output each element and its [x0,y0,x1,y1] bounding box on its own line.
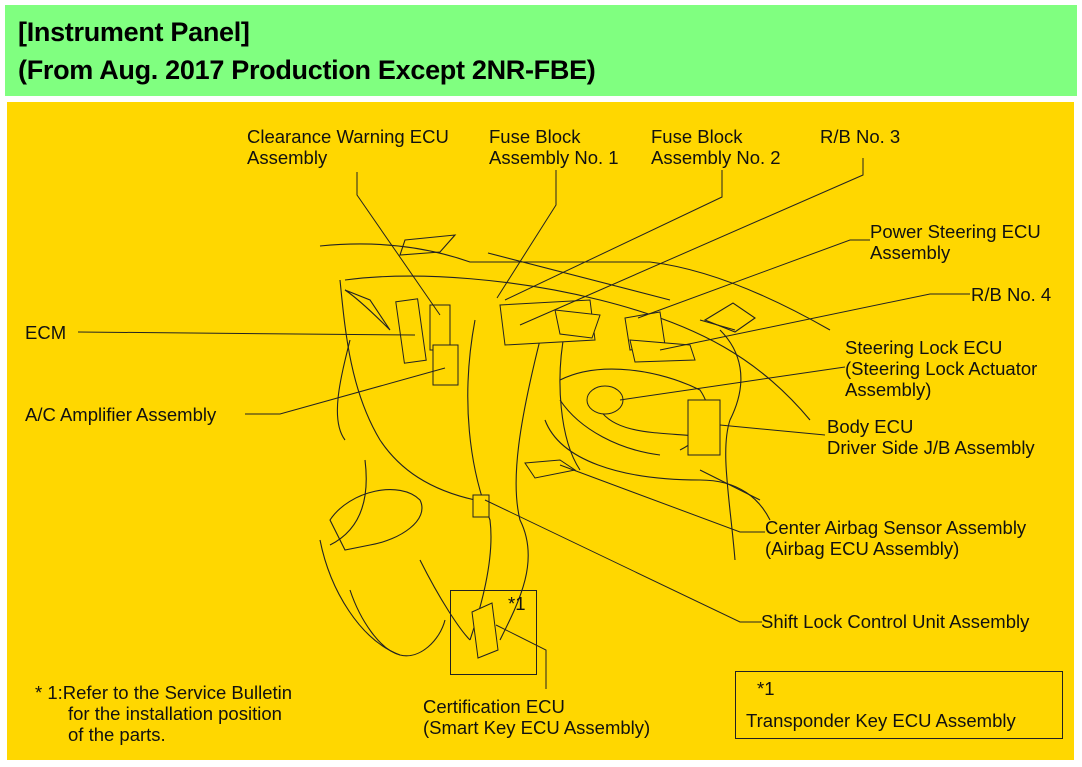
page-title: [Instrument Panel] [18,17,250,47]
center-airbag-unit [524,459,577,479]
leader-rb4 [659,293,970,351]
page-subtitle: (From Aug. 2017 Production Except 2NR-FB… [18,55,596,85]
label-certification-ecu: Certification ECU(Smart Key ECU Assembly… [423,696,651,738]
clearance-warning-unit [429,304,451,351]
shift-lock-unit [472,494,490,518]
label-center-airbag-sensor: Center Airbag Sensor Assembly(Airbag ECU… [765,517,1027,559]
transponder-marker: *1 [757,678,775,699]
label-ecm: ECM [25,322,67,343]
component-shapes [395,298,721,659]
label-ac-amplifier: A/C Amplifier Assembly [25,404,217,425]
steering-lock-unit [586,385,624,415]
leader-shift-lock [484,499,762,623]
inset-marker: *1 [508,593,526,614]
transponder-key-box [735,671,1063,739]
leader-ac-amplifier [245,367,446,415]
fuse-block-2-unit [554,309,601,339]
ac-amplifier-unit [432,344,459,386]
footnote: * 1:Refer to the Service Bulletin for th… [35,682,293,745]
body-ecu-unit [687,399,721,456]
leader-ecm [77,331,416,336]
leader-fuse-block-1 [496,170,557,299]
label-rb-no-3: R/B No. 3 [820,126,901,147]
transponder-key-label: Transponder Key ECU Assembly [746,710,1016,731]
leader-certification-ecu [495,624,547,689]
leader-steering-lock [619,366,846,401]
label-steering-lock-ecu: Steering Lock ECU(Steering Lock Actuator… [845,337,1038,400]
leader-body-ecu [719,424,826,436]
diagram-panel [7,102,1074,760]
header-banner: [Instrument Panel] (From Aug. 2017 Produ… [5,5,1077,96]
leader-lines [77,158,970,689]
leader-fuse-block-2 [504,170,723,301]
label-rb-no-4: R/B No. 4 [971,284,1052,305]
label-shift-lock-control: Shift Lock Control Unit Assembly [761,611,1030,632]
certification-ecu-inset [450,590,537,675]
certification-ecu-unit [471,602,499,659]
leader-clearance-warning [356,172,441,316]
ecm-unit [395,298,427,364]
leader-center-airbag [559,464,765,533]
dashboard-outline [319,234,831,657]
rb4-unit [629,339,696,363]
leader-power-steering [637,239,870,319]
leader-rb3 [519,158,864,326]
